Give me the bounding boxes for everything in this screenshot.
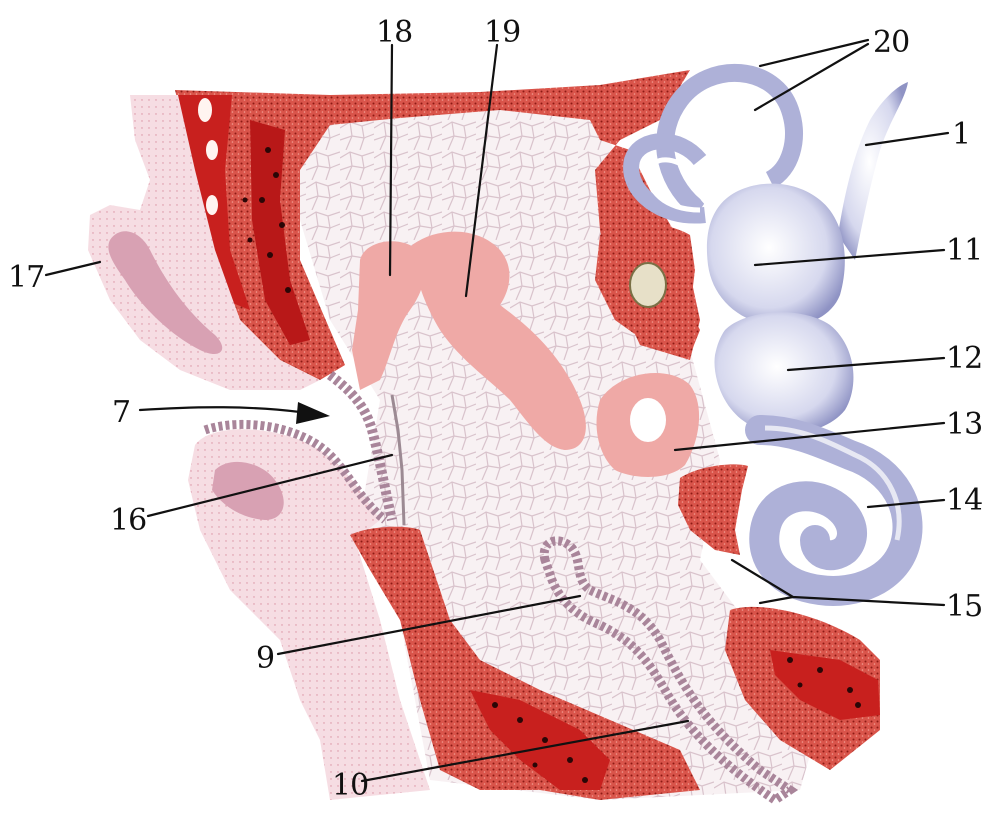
arrow-7 bbox=[140, 407, 300, 412]
stapes-ring-hole bbox=[630, 398, 666, 442]
endolymphatic-duct bbox=[838, 82, 908, 260]
label-15: 15 bbox=[946, 589, 982, 624]
marrow-spot bbox=[206, 140, 218, 160]
marrow-spot bbox=[198, 98, 212, 122]
label-10: 10 bbox=[332, 768, 368, 803]
label-17: 17 bbox=[8, 260, 44, 295]
label-13: 13 bbox=[946, 407, 982, 442]
label-7: 7 bbox=[112, 395, 130, 430]
label-16: 16 bbox=[110, 503, 146, 538]
saccule bbox=[714, 312, 853, 433]
label-9: 9 bbox=[256, 641, 274, 676]
nodule-center bbox=[630, 263, 666, 307]
label-1: 1 bbox=[952, 117, 970, 152]
label-14: 14 bbox=[946, 483, 982, 518]
label-18: 18 bbox=[376, 15, 412, 50]
label-19: 19 bbox=[484, 15, 520, 50]
label-20: 20 bbox=[873, 25, 909, 60]
marrow-spot bbox=[206, 195, 218, 215]
cochlear-duct bbox=[760, 430, 908, 591]
label-12: 12 bbox=[946, 341, 982, 376]
utricle bbox=[707, 184, 845, 327]
label-11: 11 bbox=[946, 233, 982, 268]
arrowhead-7 bbox=[296, 402, 330, 424]
